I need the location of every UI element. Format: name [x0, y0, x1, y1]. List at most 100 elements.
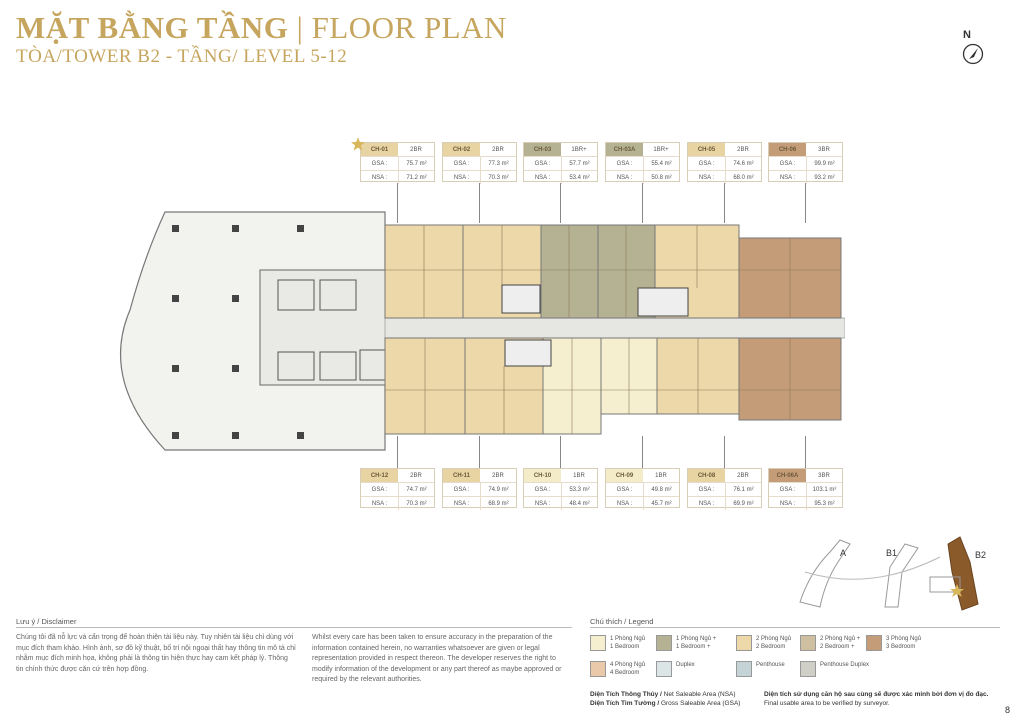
key-plan	[799, 536, 979, 611]
floor-plan	[119, 211, 845, 451]
gsa-value: 55.4 m²	[643, 157, 679, 170]
unit-type: 2BR	[737, 146, 749, 153]
unit-gsa-row: GSA : 99.9 m²	[769, 157, 842, 171]
gsa-label-en: Gross Saleable Area (GSA)	[659, 700, 741, 707]
disclaimer-text-vi: Chúng tôi đã nỗ lực và cẩn trọng để hoàn…	[16, 634, 296, 673]
unit-code: CH-03	[524, 143, 561, 156]
legend-swatch	[800, 661, 816, 677]
unit-gsa-row: GSA : 76.1 m²	[688, 483, 761, 497]
legend-label-en: 1 Bedroom +	[676, 644, 711, 650]
legend-label-vi: 3 Phòng Ngủ	[886, 636, 922, 642]
title-vi: MẶT BẰNG TẦNG	[16, 10, 289, 45]
nsa-value: 68.0 m²	[725, 171, 761, 184]
gsa-value: 77.3 m²	[480, 157, 516, 170]
unit-nsa-row: NSA :53.4 m²	[524, 171, 597, 184]
legend-swatch	[736, 661, 752, 677]
unit-gsa-row: GSA : 55.4 m²	[606, 157, 679, 171]
unit-card-header: CH-02 2BR	[443, 143, 516, 157]
nsa-value: 95.3 m²	[806, 497, 842, 510]
nsa-label: NSA :	[371, 500, 388, 507]
unit-type: 2BR	[737, 472, 749, 479]
unit-leader-line	[397, 183, 398, 223]
gsa-label: GSA :	[698, 486, 715, 493]
unit-leader-line	[560, 183, 561, 223]
gsa-value: 75.7 m²	[398, 157, 434, 170]
legend-text: 1 Phòng Ngủ +1 Bedroom +	[676, 635, 716, 651]
unit-nsa-row: NSA : 45.7 m²	[606, 497, 679, 510]
legend-swatch	[656, 661, 672, 677]
gsa-value: 76.1 m²	[725, 483, 761, 496]
unit-leader-line	[479, 183, 480, 223]
gsa-label: GSA :	[779, 486, 796, 493]
legend-text: Duplex	[676, 661, 695, 669]
unit-leader-line	[724, 183, 725, 223]
gsa-label: GSA :	[698, 160, 715, 167]
nsa-label: NSA :	[616, 500, 633, 507]
legend-item: 2 Phòng Ngủ +2 Bedroom +	[800, 635, 860, 651]
gsa-value: 99.9 m²	[806, 157, 842, 170]
nsa-label: NSA :	[371, 174, 388, 181]
unit-type: 2BR	[410, 146, 422, 153]
gsa-label: GSA :	[371, 486, 388, 493]
legend-item: Penthouse	[736, 661, 785, 677]
gsa-label: GSA :	[779, 160, 796, 167]
unit-code: CH-10	[524, 469, 561, 482]
unit-gsa-row: GSA :74.9 m²	[443, 483, 516, 497]
nsa-label: NSA :	[698, 500, 715, 507]
nsa-value: 69.9 m²	[725, 497, 761, 510]
nsa-value: 71.2 m²	[398, 171, 434, 184]
unit-type: 2BR	[410, 472, 422, 479]
north-compass-icon	[962, 43, 984, 65]
legend-label-en: 3 Bedroom	[886, 644, 916, 650]
legend-label-vi: Penthouse	[756, 662, 785, 668]
title-en: FLOOR PLAN	[311, 10, 507, 45]
unit-nsa-row: NSA : 69.9 m²	[688, 497, 761, 510]
unit-type: 2BR	[492, 146, 504, 153]
legend-text: 2 Phòng Ngủ +2 Bedroom +	[820, 635, 860, 651]
gsa-label: GSA :	[453, 160, 470, 167]
nsa-value: 45.7 m²	[643, 497, 679, 510]
unit-type: 1BR+	[653, 146, 669, 153]
nsa-label: NSA :	[453, 500, 470, 507]
legend-swatch	[800, 635, 816, 651]
legend-swatch	[736, 635, 752, 651]
area-note-final-en: Final usable area to be verified by surv…	[764, 700, 890, 707]
unit-gsa-row: GSA :53.3 m²	[524, 483, 597, 497]
unit-code: CH-01	[361, 143, 398, 156]
gsa-value: 53.3 m²	[561, 483, 597, 496]
unit-nsa-row: NSA :48.4 m²	[524, 497, 597, 510]
unit-type: 3BR	[818, 472, 830, 479]
unit-leader-line	[397, 436, 398, 468]
nsa-value: 70.3 m²	[398, 497, 434, 510]
unit-leader-line	[560, 436, 561, 468]
unit-nsa-row: NSA : 71.2 m²	[361, 171, 434, 184]
legend-label-vi: 4 Phòng Ngủ	[610, 662, 646, 668]
legend-divider	[590, 627, 1000, 628]
legend-label-en: 2 Bedroom +	[820, 644, 855, 650]
gsa-label: GSA :	[371, 160, 388, 167]
legend-label-en: 1 Bedroom	[610, 644, 640, 650]
gsa-value: 103.1 m²	[806, 483, 842, 496]
unit-leader-line	[479, 436, 480, 468]
gsa-value: 57.7 m²	[561, 157, 597, 170]
unit-card-header: CH-05 2BR	[688, 143, 761, 157]
unit-code: CH-05	[688, 143, 725, 156]
gsa-label: GSA :	[616, 160, 633, 167]
unit-code: CH-02	[443, 143, 480, 156]
unit-leader-line	[724, 436, 725, 468]
gsa-label: GSA :	[616, 486, 633, 493]
unit-code: CH-09	[606, 469, 643, 482]
nsa-value: 68.9 m²	[480, 497, 516, 510]
unit-nsa-row: NSA :68.0 m²	[688, 171, 761, 184]
